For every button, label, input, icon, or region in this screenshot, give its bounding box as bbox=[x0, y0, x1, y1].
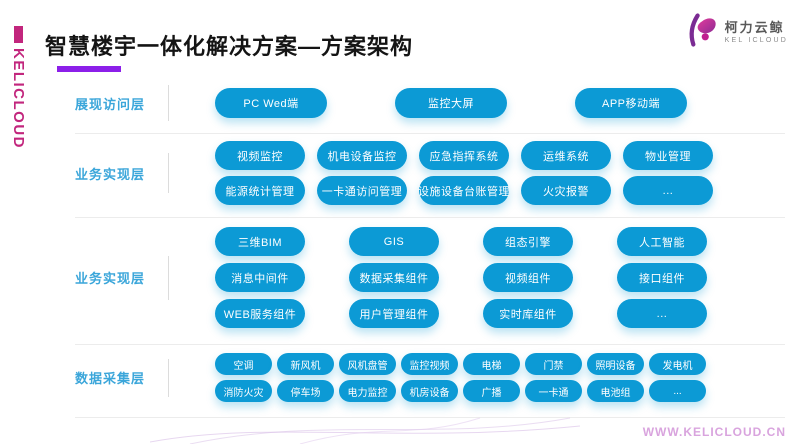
node-pill: PC Wed端 bbox=[215, 88, 327, 118]
section-divider bbox=[75, 417, 785, 418]
node-pill: ... bbox=[623, 176, 713, 205]
node-pill: 应急指挥系统 bbox=[419, 141, 509, 170]
node-pill: 接口组件 bbox=[617, 263, 707, 292]
layer-label: 业务实现层 bbox=[75, 166, 146, 182]
page-title: 智慧楼宇一体化解决方案—方案架构 bbox=[45, 34, 414, 59]
node-pill: 照明设备 bbox=[587, 353, 644, 375]
node-pill: 消防火灾 bbox=[215, 380, 272, 402]
label-divider bbox=[168, 85, 169, 121]
section-divider bbox=[75, 344, 785, 345]
node-pill: 新风机 bbox=[277, 353, 334, 375]
node-pill: GIS bbox=[349, 227, 439, 256]
node-pill: 监控视频 bbox=[401, 353, 458, 375]
section-divider bbox=[75, 217, 785, 218]
logo-name: 柯力云鲸 bbox=[724, 20, 785, 35]
layer-label: 业务实现层 bbox=[75, 271, 146, 286]
logo-text: 柯力云鲸 KEL ICLOUD bbox=[725, 20, 788, 45]
footer-url: WWW.KELICLOUD.CN bbox=[642, 425, 786, 439]
node-pill: APP移动端 bbox=[575, 88, 687, 118]
node-pill: 视频监控 bbox=[215, 141, 305, 170]
layer-label: 展现访问层 bbox=[75, 96, 146, 112]
node-pill: 广播 bbox=[463, 380, 520, 402]
layer-label: 数据采集层 bbox=[75, 371, 146, 386]
brand-vertical: KELICLOUD bbox=[10, 26, 27, 149]
node-pill: 风机盘管 bbox=[339, 353, 396, 375]
node-pill: 一卡通 bbox=[525, 380, 582, 402]
node-pill: 监控大屏 bbox=[395, 88, 507, 118]
node-pill: 数据采集组件 bbox=[349, 263, 439, 292]
node-pill: ... bbox=[649, 380, 706, 402]
node-pill: 人工智能 bbox=[617, 227, 707, 256]
logo-subtitle: KEL ICLOUD bbox=[724, 36, 788, 44]
brand-bar bbox=[14, 26, 23, 43]
label-divider bbox=[168, 153, 169, 193]
section-divider bbox=[75, 133, 785, 134]
node-pill: 组态引擎 bbox=[483, 227, 573, 256]
node-pill: 一卡通访问管理 bbox=[317, 176, 407, 205]
node-pill: ... bbox=[617, 299, 707, 328]
node-pill: 三维BIM bbox=[215, 227, 305, 256]
node-pill: 机房设备 bbox=[401, 380, 458, 402]
node-pill: 设施设备台账管理 bbox=[418, 176, 510, 205]
node-pill: 运维系统 bbox=[521, 141, 611, 170]
node-pill: 消息中间件 bbox=[215, 263, 305, 292]
layer-1: 展现访问层 PC Wed端 监控大屏 APP移动端 bbox=[75, 84, 687, 122]
label-divider bbox=[168, 255, 169, 300]
node-pill: 空调 bbox=[215, 353, 272, 375]
node-pill: 电力监控 bbox=[339, 380, 396, 402]
layer-4: 数据采集层 空调新风机风机盘管监控视频电梯门禁照明设备发电机消防火灾停车场电力监控… bbox=[75, 353, 706, 402]
whale-logo-icon bbox=[684, 12, 718, 53]
brand-vertical-label: KELICLOUD bbox=[10, 48, 27, 149]
node-pill: 实时库组件 bbox=[483, 299, 573, 328]
node-pill: 火灾报警 bbox=[521, 176, 611, 205]
node-pill: 视频组件 bbox=[483, 263, 573, 292]
node-pill: 门禁 bbox=[525, 353, 582, 375]
node-pill: 能源统计管理 bbox=[215, 176, 305, 205]
layer-2: 业务实现层 视频监控机电设备监控应急指挥系统运维系统物业管理能源统计管理一卡通访问… bbox=[75, 141, 713, 205]
title-underline bbox=[57, 66, 121, 72]
company-logo: 柯力云鲸 KEL ICLOUD bbox=[684, 12, 788, 53]
node-pill: 电梯 bbox=[463, 353, 520, 375]
node-pill: 停车场 bbox=[277, 380, 334, 402]
layer-3: 业务实现层 三维BIM GIS 组态引擎 人工智能消息中间件 数据采集组件 视频组件 接口组件… bbox=[75, 227, 707, 328]
label-divider bbox=[168, 358, 169, 397]
decorative-curves bbox=[150, 417, 580, 444]
node-pill: 发电机 bbox=[649, 353, 706, 375]
node-pill: 物业管理 bbox=[623, 141, 713, 170]
node-pill: 机电设备监控 bbox=[317, 141, 407, 170]
node-pill: 电池组 bbox=[587, 380, 644, 402]
node-pill: WEB服务组件 bbox=[215, 299, 305, 328]
node-pill: 用户管理组件 bbox=[349, 299, 439, 328]
